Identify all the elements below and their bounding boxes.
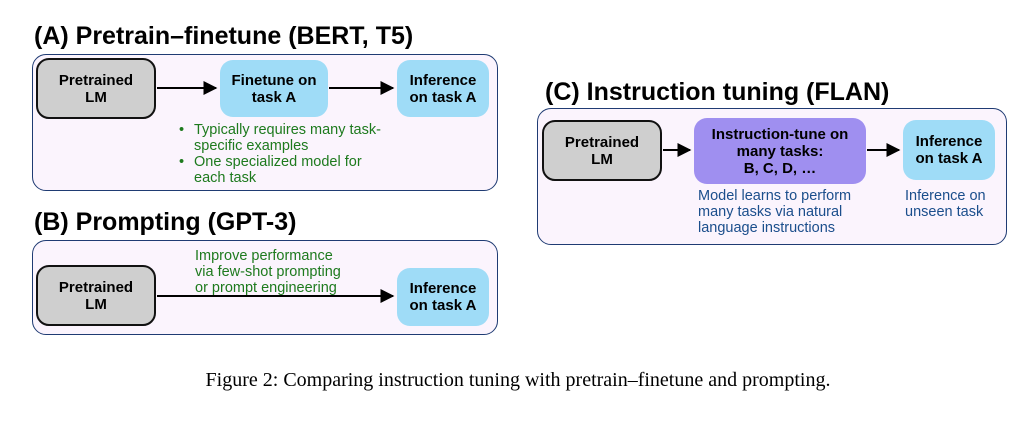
finetune-box: Finetune on task A xyxy=(220,60,328,117)
panel-a-title: (A) Pretrain–finetune (BERT, T5) xyxy=(34,22,414,50)
panel-b-title: (B) Prompting (GPT-3) xyxy=(34,208,297,236)
panel-a-bullets: Typically requires many task-specific ex… xyxy=(177,122,387,186)
pretrained-lm-box-a: Pretrained LM xyxy=(36,58,156,119)
inference-box-c: Inference on task A xyxy=(903,120,995,180)
unseen-task-note: Inference on unseen task xyxy=(905,188,986,220)
pretrained-lm-box-c: Pretrained LM xyxy=(542,120,662,181)
instruction-note: Model learns to perform many tasks via n… xyxy=(698,188,852,236)
bullet-task-specific: Typically requires many task-specific ex… xyxy=(177,122,387,154)
pretrained-lm-box-b: Pretrained LM xyxy=(36,265,156,326)
figure-caption: Figure 2: Comparing instruction tuning w… xyxy=(205,369,831,391)
prompting-note: Improve performance via few-shot prompti… xyxy=(195,248,341,296)
panel-c-title: (C) Instruction tuning (FLAN) xyxy=(545,78,890,106)
bullet-specialized-model: One specialized model for each task xyxy=(177,154,387,186)
instruction-tune-box: Instruction-tune on many tasks: B, C, D,… xyxy=(694,118,866,184)
inference-box-b: Inference on task A xyxy=(397,268,489,326)
inference-box-a: Inference on task A xyxy=(397,60,489,117)
